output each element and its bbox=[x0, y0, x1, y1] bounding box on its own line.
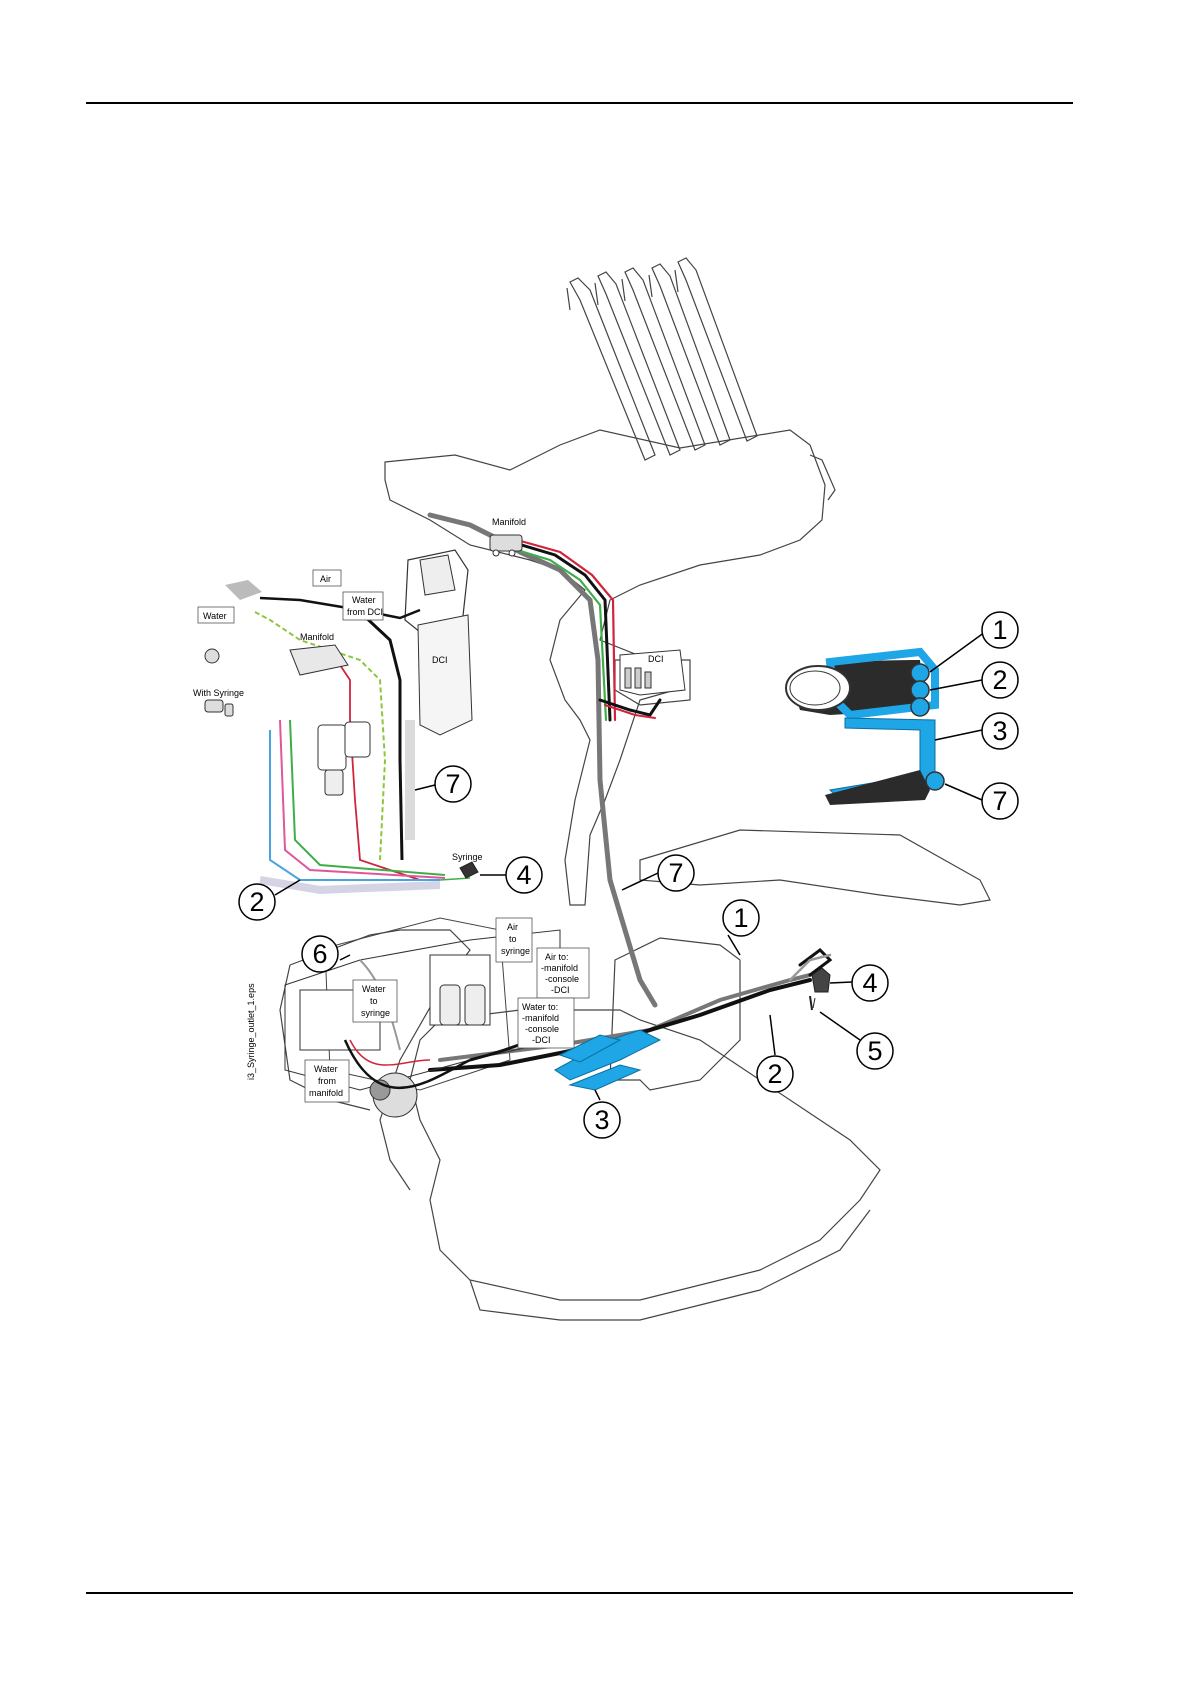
syringe-outlet-right bbox=[810, 968, 830, 1010]
air-to-list-line1: Air to: bbox=[545, 952, 569, 962]
water-to-list-line4: -DCI bbox=[532, 1035, 551, 1045]
left-inset bbox=[205, 550, 478, 890]
dci-left-label: DCI bbox=[432, 655, 448, 665]
callout-3-inset-text: 3 bbox=[992, 716, 1007, 746]
file-name-label: i3_Syringe_outlet_1.eps bbox=[246, 983, 256, 1080]
air-to-syringe-line3: syringe bbox=[501, 946, 530, 956]
water-to-list-line3: -console bbox=[525, 1024, 559, 1034]
water-to-list-line1: Water to: bbox=[522, 1002, 558, 1012]
air-to-list-line2: -manifold bbox=[541, 963, 578, 973]
water-to-syringe-line1: Water bbox=[362, 984, 386, 994]
callout-6-text: 6 bbox=[312, 939, 327, 969]
water-from-manifold-line1: Water bbox=[314, 1064, 338, 1074]
callout-2-inset-text: 2 bbox=[992, 665, 1007, 695]
manifold-top-label: Manifold bbox=[492, 517, 526, 527]
callout-2-left-text: 2 bbox=[249, 887, 264, 917]
callout-4-right-text: 4 bbox=[862, 968, 877, 998]
water-label: Water bbox=[203, 611, 227, 621]
callout-2-center-text: 2 bbox=[767, 1059, 782, 1089]
callout-3-center-text: 3 bbox=[594, 1105, 609, 1135]
air-label: Air bbox=[320, 574, 331, 584]
syringe-label: Syringe bbox=[452, 852, 483, 862]
callout-1-inset-text: 1 bbox=[992, 615, 1007, 645]
water-to-list-line2: -manifold bbox=[522, 1013, 559, 1023]
air-to-syringe-line2: to bbox=[509, 934, 517, 944]
callout-7-inset-text: 7 bbox=[992, 786, 1007, 816]
air-to-syringe-line1: Air bbox=[507, 922, 518, 932]
manifold-left-label: Manifold bbox=[300, 632, 334, 642]
callout-1-center-text: 1 bbox=[733, 903, 748, 933]
water-from-dci-line2: from DCI bbox=[347, 607, 383, 617]
water-from-dci-line1: Water bbox=[352, 595, 376, 605]
callout-7-left-text: 7 bbox=[445, 769, 460, 799]
callout-7-center-text: 7 bbox=[668, 858, 683, 888]
water-to-syringe-line2: to bbox=[370, 996, 378, 1006]
callout-5-text: 5 bbox=[867, 1036, 882, 1066]
dci-right-label: DCI bbox=[648, 654, 664, 664]
water-to-syringe-line3: syringe bbox=[361, 1008, 390, 1018]
water-from-manifold-line2: from bbox=[318, 1076, 336, 1086]
with-syringe-label: With Syringe bbox=[193, 688, 244, 698]
water-from-manifold-line3: manifold bbox=[309, 1088, 343, 1098]
air-to-list-line4: -DCI bbox=[551, 985, 570, 995]
bundle-cross-section bbox=[786, 652, 944, 805]
callout-4-left-text: 4 bbox=[516, 860, 531, 890]
air-to-list-line3: -console bbox=[545, 974, 579, 984]
